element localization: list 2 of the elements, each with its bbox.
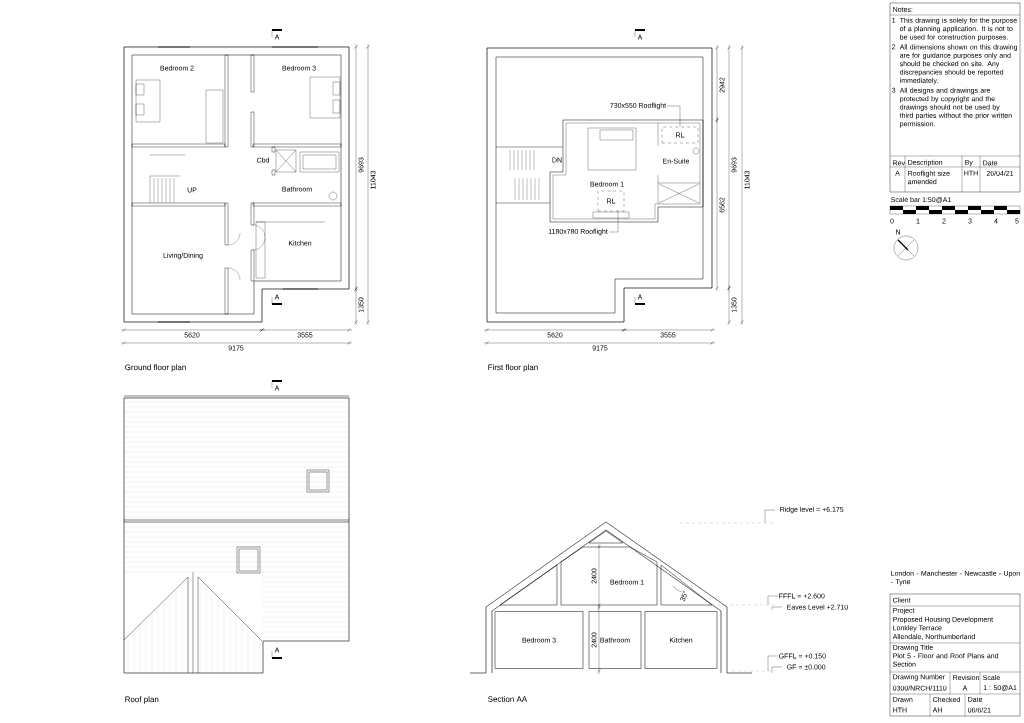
leader-line bbox=[608, 211, 619, 233]
leader-line bbox=[667, 105, 681, 127]
